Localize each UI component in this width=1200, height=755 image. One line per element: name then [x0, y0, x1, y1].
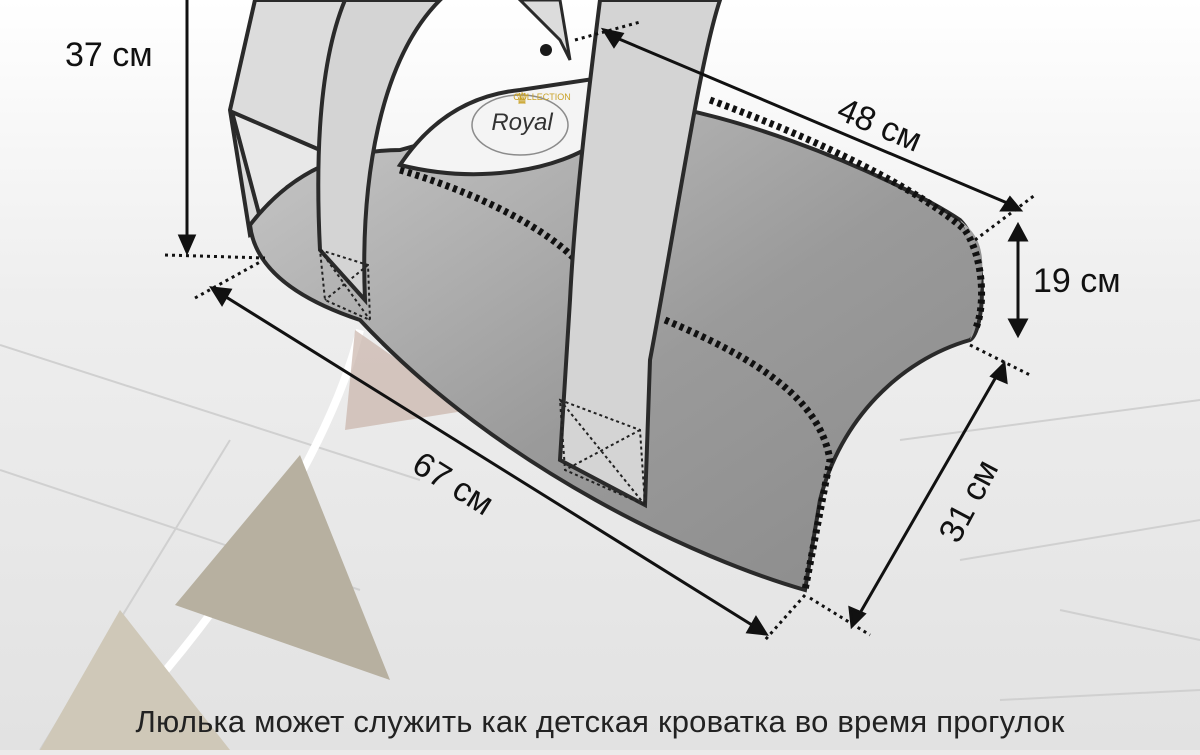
arrow-head — [989, 360, 1008, 385]
arrow-head — [1007, 318, 1029, 339]
arrow-head — [1007, 221, 1029, 242]
handle-stitching — [318, 248, 647, 507]
bag-end-panel — [960, 220, 983, 340]
arrow-head — [177, 234, 197, 256]
bunting-flag — [175, 455, 390, 680]
logo-subtext: COLLECTION — [513, 92, 571, 102]
dimension-arrows — [177, 0, 1029, 636]
front-handle-right — [557, 0, 723, 509]
crown-icon: ♛ — [515, 91, 529, 108]
arrow-head — [999, 195, 1024, 212]
handle-loop — [517, 0, 572, 61]
logo-text: Royal — [491, 109, 553, 136]
zipper-seam — [708, 96, 985, 332]
arrow-head — [209, 286, 233, 307]
bunting-flag — [40, 610, 230, 750]
arrow-head — [600, 27, 625, 49]
strap-button — [540, 44, 552, 56]
bunting-flag — [345, 330, 470, 430]
carrycot-bag: Royal COLLECTION ♛ — [227, 0, 985, 593]
width-arrow — [854, 369, 1002, 621]
floor-planks — [0, 344, 1200, 751]
length-top-arrow — [611, 34, 1013, 207]
dimension-label-depth: 19 см — [1033, 262, 1121, 300]
arrow-head — [848, 605, 867, 630]
dimension-label-height: 37 см — [65, 36, 153, 74]
royal-logo: Royal COLLECTION ♛ — [471, 91, 571, 156]
arrow-head — [745, 615, 769, 636]
dimension-guides — [164, 20, 1036, 641]
length-bottom-arrow — [217, 290, 761, 632]
zipper-seam — [663, 316, 834, 591]
caption-text: Люлька может служить как детская кроватк… — [135, 704, 1065, 739]
front-handle-left — [316, 0, 443, 306]
